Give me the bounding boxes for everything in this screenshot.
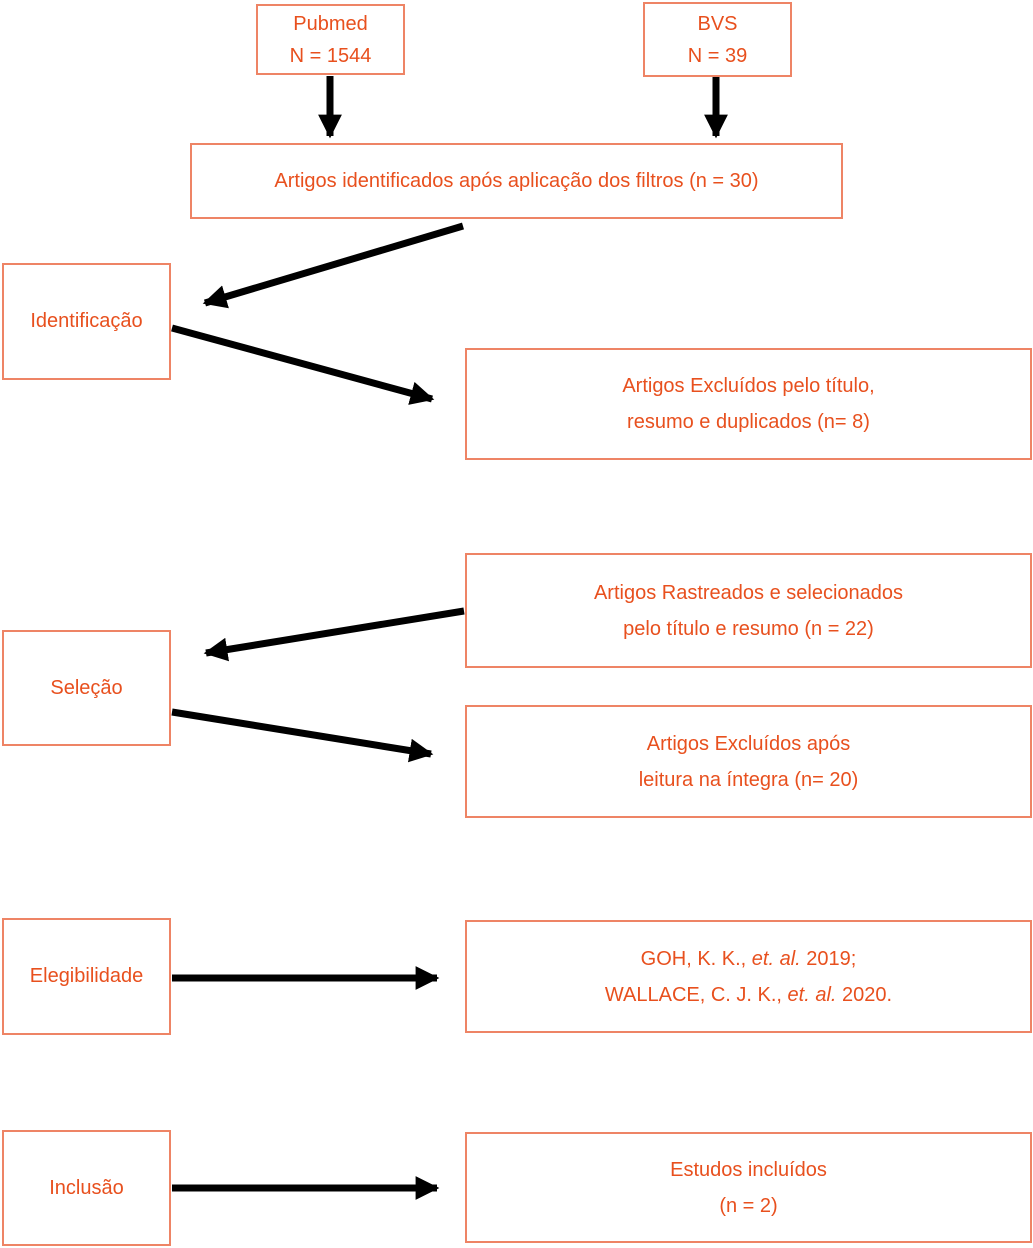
- result-line: GOH, K. K., et. al. 2019;: [641, 941, 857, 977]
- result-box-excluded-fulltext: Artigos Excluídos após leitura na íntegr…: [465, 705, 1032, 818]
- stage-label: Seleção: [50, 676, 123, 699]
- citation-year: 2020.: [836, 983, 893, 1006]
- result-line: pelo título e resumo (n = 22): [623, 617, 874, 640]
- stage-box-identificacao: Identificação: [2, 263, 171, 380]
- result-line: WALLACE, C. J. K., et. al. 2020.: [605, 977, 892, 1013]
- result-box-excluded-by-title: Artigos Excluídos pelo título, resumo e …: [465, 348, 1032, 460]
- arrow-selecao-to-excluded-fulltext: [171, 708, 434, 763]
- arrow-identificacao-to-excluded-title: [171, 324, 435, 405]
- arrow-screened-to-selecao: [203, 607, 465, 662]
- result-line: resumo e duplicados (n= 8): [627, 411, 870, 433]
- source-box-pubmed: Pubmed N = 1544: [256, 4, 405, 75]
- citation-et-al: et. al.: [751, 947, 801, 970]
- result-line: Artigos Excluídos após: [646, 732, 851, 755]
- filtered-articles-box: Artigos identificados após aplicação dos…: [190, 143, 843, 219]
- stage-box-elegibilidade: Elegibilidade: [2, 918, 171, 1035]
- citation-et-al: et. al.: [787, 983, 837, 1006]
- result-line: (n = 2): [719, 1194, 778, 1217]
- stage-label: Elegibilidade: [29, 965, 144, 987]
- stage-label: Identificação: [30, 310, 143, 332]
- stage-label: Inclusão: [49, 1176, 124, 1199]
- citation-text: GOH, K. K.,: [640, 947, 752, 970]
- stage-box-selecao: Seleção: [2, 630, 171, 746]
- source-box-bvs: BVS N = 39: [643, 2, 792, 77]
- result-box-eligible-studies: GOH, K. K., et. al. 2019; WALLACE, C. J.…: [465, 920, 1032, 1033]
- source-name: BVS: [697, 12, 738, 35]
- result-box-included-studies: Estudos incluídos (n = 2): [465, 1132, 1032, 1243]
- source-name: Pubmed: [293, 12, 368, 35]
- result-line: leitura na íntegra (n= 20): [638, 768, 859, 791]
- source-count: N = 39: [687, 44, 748, 67]
- arrow-filter-to-identificacao: [202, 222, 465, 309]
- result-line: Artigos Rastreados e selecionados: [593, 581, 904, 604]
- result-line: Estudos incluídos: [670, 1158, 827, 1181]
- stage-box-inclusao: Inclusão: [2, 1130, 171, 1246]
- citation-text: WALLACE, C. J. K.,: [604, 983, 788, 1006]
- filtered-articles-text: Artigos identificados após aplicação dos…: [274, 169, 759, 192]
- result-box-screened: Artigos Rastreados e selecionados pelo t…: [465, 553, 1032, 668]
- source-count: N = 1544: [289, 44, 372, 67]
- citation-year: 2019;: [800, 947, 857, 970]
- result-line: Artigos Excluídos pelo título,: [622, 375, 875, 397]
